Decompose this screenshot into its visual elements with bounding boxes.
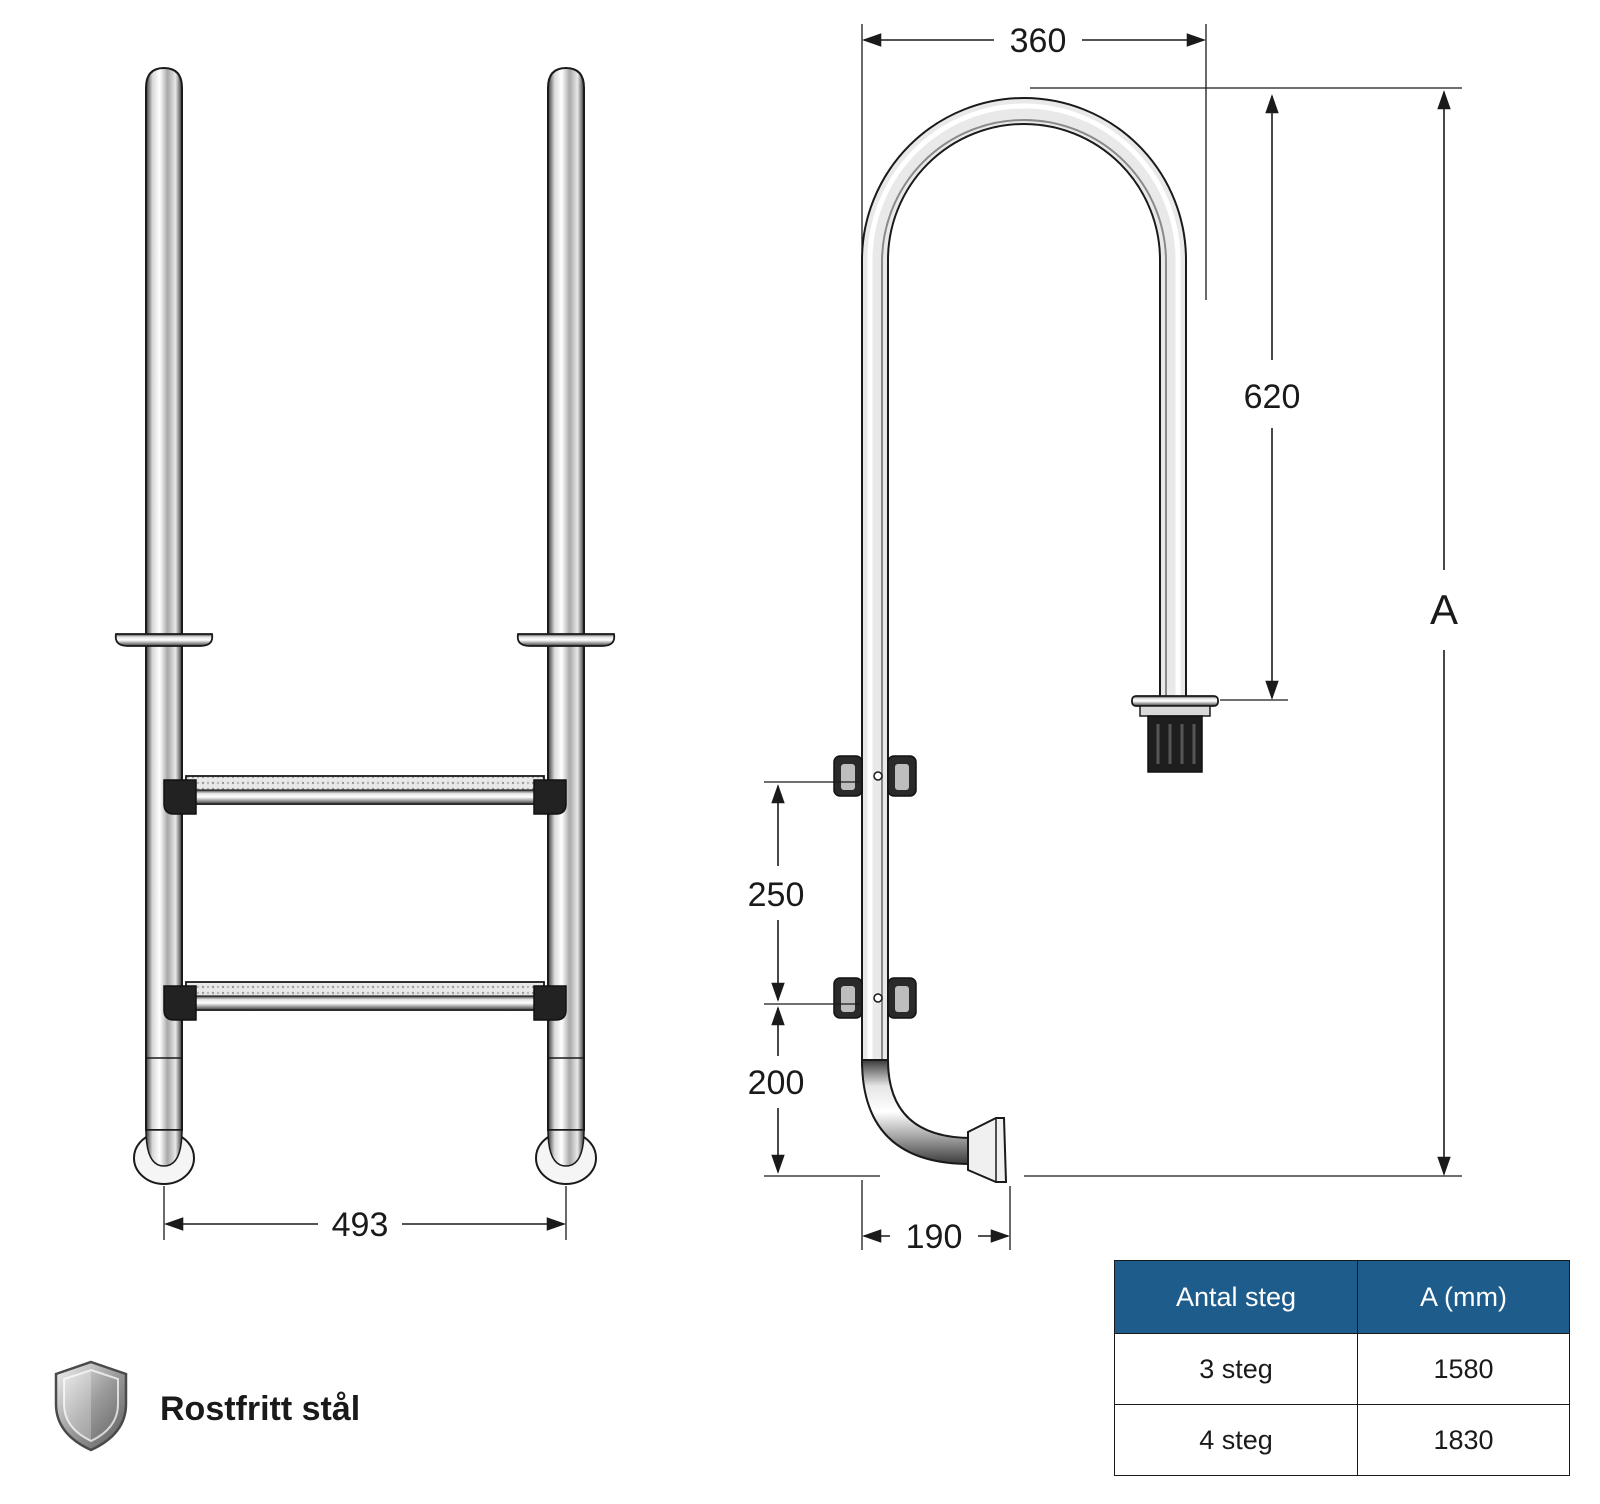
front-step-lower bbox=[163, 981, 567, 1021]
side-handrail-tube bbox=[861, 97, 1187, 1066]
spec-header-steps: Antal steg bbox=[1114, 1260, 1358, 1334]
front-right-rail bbox=[535, 66, 597, 1185]
dim-handrail-height: 620 bbox=[1220, 94, 1301, 701]
dim-handrail-height-label: 620 bbox=[1244, 378, 1301, 416]
dim-foot-offset: 190 bbox=[861, 1180, 1011, 1256]
material-badge-label: Rostfritt stål bbox=[160, 1390, 361, 1428]
spec-header-a: A (mm) bbox=[1357, 1260, 1570, 1334]
side-anchor-socket bbox=[1131, 695, 1219, 773]
spec-cell-a: 1830 bbox=[1357, 1404, 1570, 1476]
front-left-flange bbox=[114, 633, 214, 647]
front-left-rail bbox=[133, 66, 195, 1185]
front-right-flange bbox=[516, 633, 616, 647]
dim-depth-label: 360 bbox=[1010, 22, 1067, 60]
spec-cell-steps: 3 steg bbox=[1114, 1333, 1358, 1405]
dim-total-height-label: A bbox=[1430, 586, 1458, 633]
front-step-upper bbox=[163, 775, 567, 815]
spec-cell-a: 1580 bbox=[1357, 1333, 1570, 1405]
table-row: 3 steg 1580 bbox=[1114, 1333, 1570, 1405]
dim-bottom-step: 200 bbox=[748, 1006, 805, 1174]
spec-table: Antal steg A (mm) 3 steg 1580 4 steg 183… bbox=[1114, 1260, 1570, 1476]
dim-total-height: A bbox=[1430, 90, 1458, 1176]
dim-step-spacing-label: 250 bbox=[748, 876, 805, 914]
shield-icon bbox=[54, 1360, 128, 1452]
side-lower-bend bbox=[860, 1059, 974, 1166]
material-badge: Rostfritt stål bbox=[50, 1358, 450, 1458]
side-step-bracket-lower bbox=[833, 977, 917, 1019]
dim-width: 493 bbox=[163, 1186, 567, 1244]
spec-table-header-row: Antal steg A (mm) bbox=[1114, 1260, 1570, 1334]
dim-bottom-step-label: 200 bbox=[748, 1064, 805, 1102]
dim-step-spacing: 250 bbox=[748, 781, 880, 1177]
spec-cell-steps: 4 steg bbox=[1114, 1404, 1358, 1476]
side-step-bracket-upper bbox=[833, 755, 917, 797]
dim-depth: 360 bbox=[861, 22, 1207, 300]
dim-foot-offset-label: 190 bbox=[906, 1218, 963, 1256]
table-row: 4 steg 1830 bbox=[1114, 1404, 1570, 1476]
dim-width-label: 493 bbox=[332, 1206, 389, 1244]
side-foot-cap bbox=[967, 1117, 1008, 1183]
side-view: 360 620 A 250 200 bbox=[748, 22, 1462, 1256]
front-view: 493 bbox=[114, 66, 616, 1244]
